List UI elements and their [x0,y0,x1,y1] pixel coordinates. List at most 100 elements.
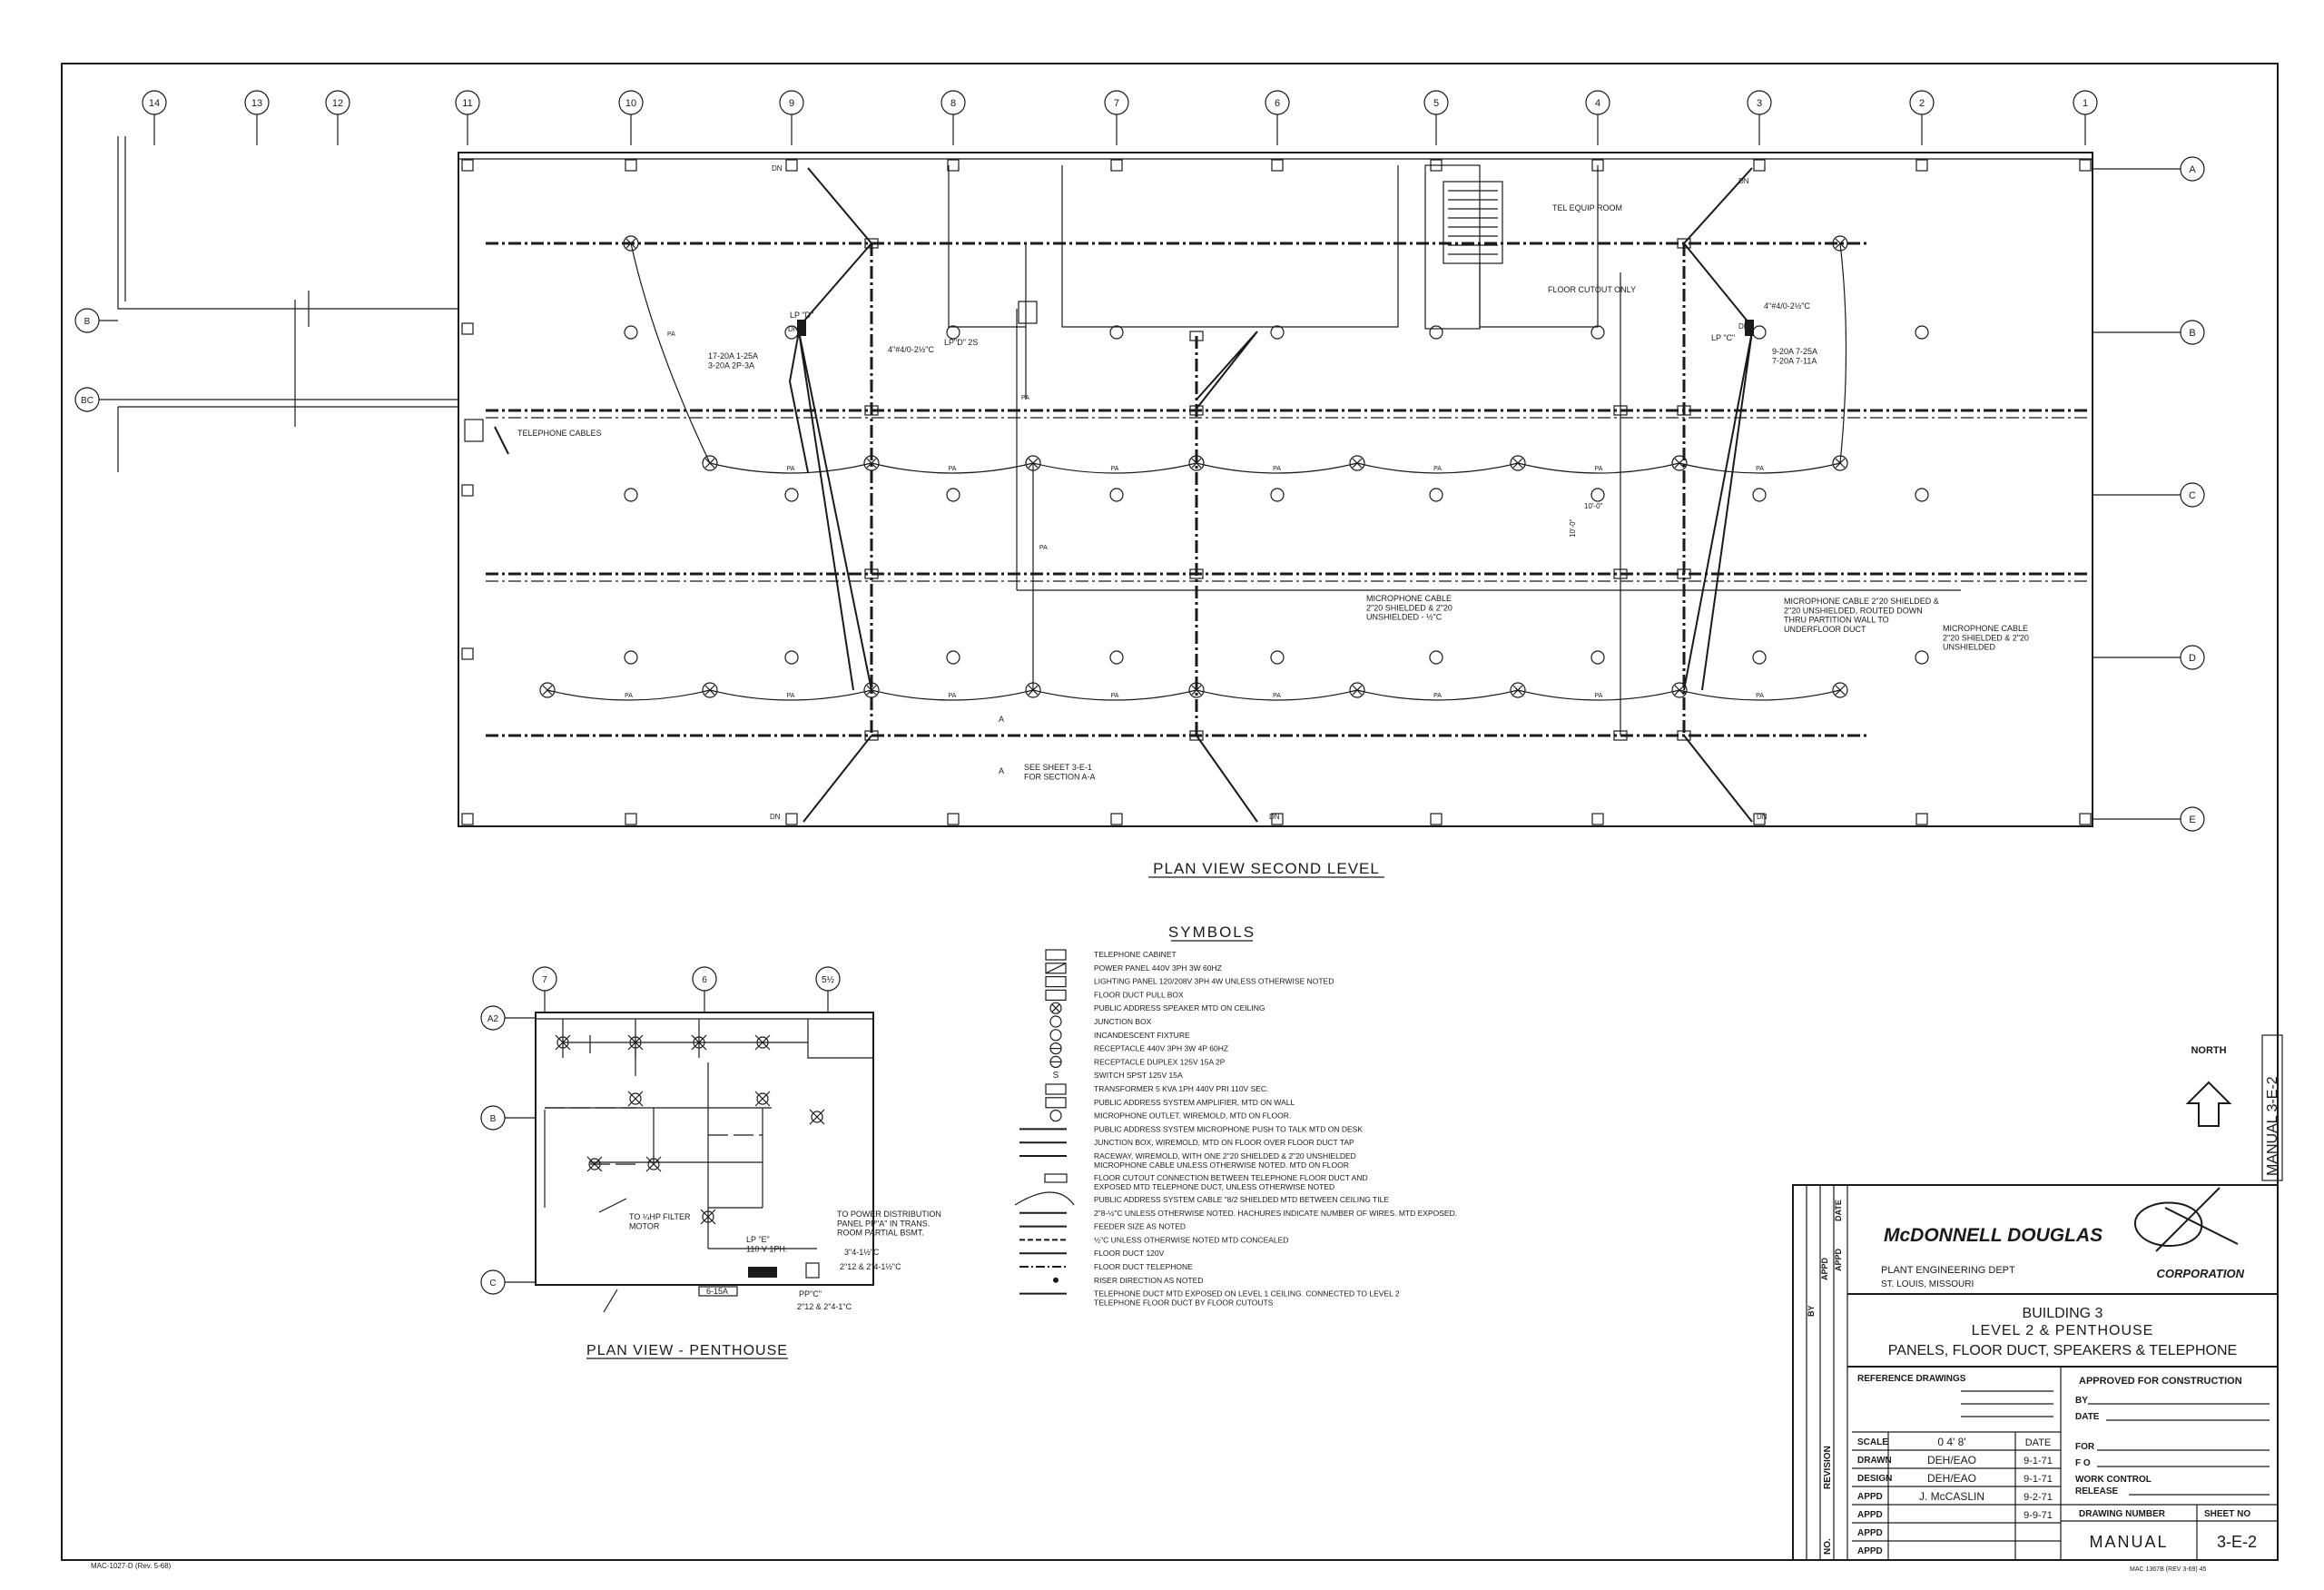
penthouse-fixture-icon [627,1091,644,1107]
legend-text: FLOOR DUCT 120V [1094,1249,1165,1258]
pa-speaker-icon [539,682,556,698]
penthouse-fixture-icon [691,1034,707,1051]
incandescent-fixture [1109,650,1124,665]
legend-text: TELEPHONE CABINET [1094,950,1177,959]
incandescent-fixture [946,650,960,665]
column-label: 14 [149,98,160,109]
north-label: NORTH [2191,1045,2226,1056]
pa-label: PA [1756,693,1764,699]
left-row-label: BC [81,396,94,406]
drawing-number-label: DRAWING NUMBER [2079,1509,2166,1519]
column-pier [461,484,474,497]
pull-box [864,730,879,741]
left-row-bubble: BC [74,387,118,412]
side-label: BY [1807,1305,1816,1317]
no-label: NO. [1823,1538,1833,1555]
column-bubble: 4 [1585,90,1610,145]
pa-cable [547,689,1841,701]
penthouse-panel-lp-e [748,1267,777,1278]
pa-label: PA [1433,693,1442,699]
row-value: DEH/EAO [1927,1454,1976,1467]
amp-icon [1045,1097,1067,1109]
legend-entry: 2"8-½"C UNLESS OTHERWISE NOTED. HACHURES… [1019,1209,1457,1218]
pull-box [1189,405,1204,416]
penthouse-row-bubble: C [480,1269,536,1295]
legend-entry: INCANDESCENT FIXTURE [1049,1029,1190,1042]
legend-text: RACEWAY, WIREMOLD, WITH ONE 2"20 SHIELDE… [1094,1151,1356,1170]
legend-entry: PUBLIC ADDRESS SYSTEM CABLE "8/2 SHIELDE… [1014,1191,1389,1206]
column-label: 2 [1919,98,1925,109]
telephone-cables-label: TELEPHONE CABLES [517,429,602,438]
penthouse-fixture-icon [586,1156,603,1172]
fo-label: F O [2075,1458,2091,1468]
incandescent-fixture [624,325,638,340]
incandescent-fixture [1590,650,1605,665]
row-label: A [2189,164,2196,175]
legend-text: INCANDESCENT FIXTURE [1094,1031,1190,1040]
legend-text: FLOOR DUCT PULL BOX [1094,990,1184,999]
lp-e-label: LP "E"110 V 1PH. [746,1235,787,1253]
column-label: 7 [1114,98,1119,109]
reference-drawings-label: REFERENCE DRAWINGS [1857,1374,1966,1384]
column-bubble: 5 [1423,90,1449,145]
column-label: 13 [251,98,262,109]
pa-speaker-icon [1349,682,1365,698]
pa-label: PA [1595,693,1603,699]
pa-label: PA [1111,466,1119,472]
down-riser-label: DN [1738,177,1749,185]
legend-text: FLOOR CUTOUT CONNECTION BETWEEN TELEPHON… [1094,1173,1368,1191]
corporation-label: CORPORATION [2156,1267,2244,1280]
incandescent-fixture [1429,325,1443,340]
column-pier [1591,813,1604,825]
incandescent-fixture [946,488,960,502]
column-pier [785,159,798,172]
row-label: C [2189,490,2196,501]
row-label: APPD [1857,1492,1883,1502]
column-label: 4 [1595,98,1600,109]
telephone-cabinet-mid [1018,301,1038,324]
penthouse-column-bubble: 7 [532,966,557,1012]
revision-label: REVISION [1823,1446,1833,1489]
incandescent-icon [1049,1029,1062,1042]
column-pier [1591,159,1604,172]
row-bubble: C [2093,482,2205,508]
pa-speaker-icon [1671,682,1688,698]
row-bubble: D [2093,645,2205,670]
pa-cable [709,462,1841,474]
pa-speaker-icon [1510,682,1526,698]
column-bubble: 7 [1104,90,1129,145]
mic-outlet-icon [1049,1109,1062,1122]
column-pier [1915,159,1928,172]
approved-date-label: DATE [2075,1412,2100,1422]
column-pier [785,813,798,825]
telephone-cabinet-icon [1045,949,1067,961]
incandescent-fixture [946,325,960,340]
column-label: 6 [1275,98,1280,109]
lighting-panel-d [797,320,806,336]
legend-entry: RACEWAY, WIREMOLD, WITH ONE 2"20 SHIELDE… [1019,1151,1356,1170]
penthouse-conduit-2-label: 2"12 & 2"4-1½"C [840,1262,901,1271]
legend-text: ½"C UNLESS OTHERWISE NOTED MTD CONCEALED [1094,1235,1288,1244]
column-pier [1753,813,1766,825]
row-label: APPD [1857,1528,1883,1538]
pa-label: PA [949,466,957,472]
floor-ducts [486,242,2088,737]
side-label: APPD [1834,1248,1843,1271]
column-pier [2079,159,2092,172]
receptacle-duplex-icon [1049,1055,1062,1069]
pull-box [1613,568,1628,579]
legend-text: LIGHTING PANEL 120/208V 3PH 4W UNLESS OT… [1094,977,1334,986]
penthouse-pp-label: PP"C" [799,1289,822,1299]
left-row-bubble: B [74,308,118,333]
pa-label: PA [787,466,795,472]
